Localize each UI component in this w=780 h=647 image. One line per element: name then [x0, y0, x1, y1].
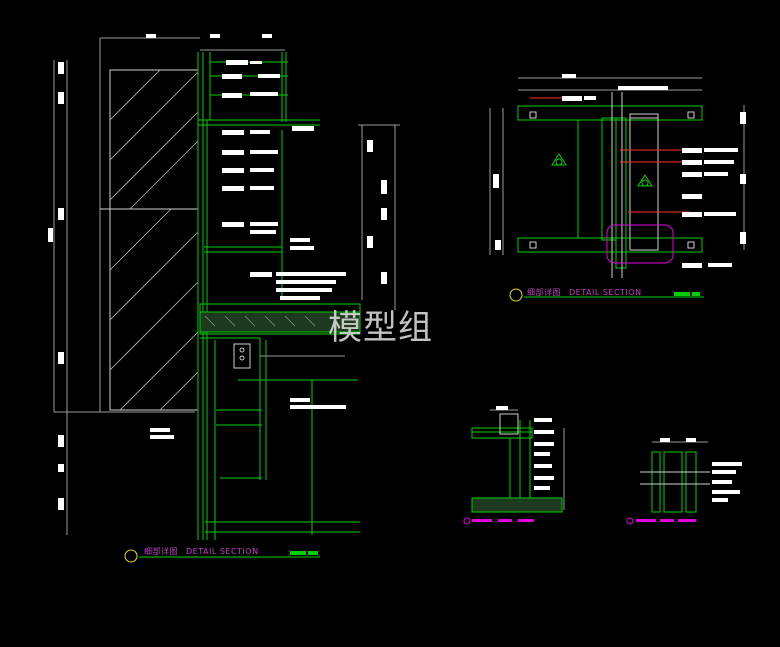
caption-cn: 细部详图	[144, 547, 178, 556]
detail-caption-top-right: 细部详图 DETAIL SECTION	[527, 287, 642, 298]
caption-en: DETAIL SECTION	[569, 288, 642, 297]
main-section-drawing	[48, 34, 400, 563]
watermark: 模型组	[328, 308, 433, 348]
main-leader-labels	[150, 60, 346, 439]
caption-cn: 细部详图	[527, 288, 561, 297]
detail-section-top-right	[489, 74, 746, 302]
detail-section-bottom-middle	[463, 406, 565, 525]
caption-en: DETAIL SECTION	[186, 547, 259, 556]
detail-caption-main: 细部详图 DETAIL SECTION	[144, 546, 259, 557]
detail-section-bottom-right	[626, 438, 742, 525]
